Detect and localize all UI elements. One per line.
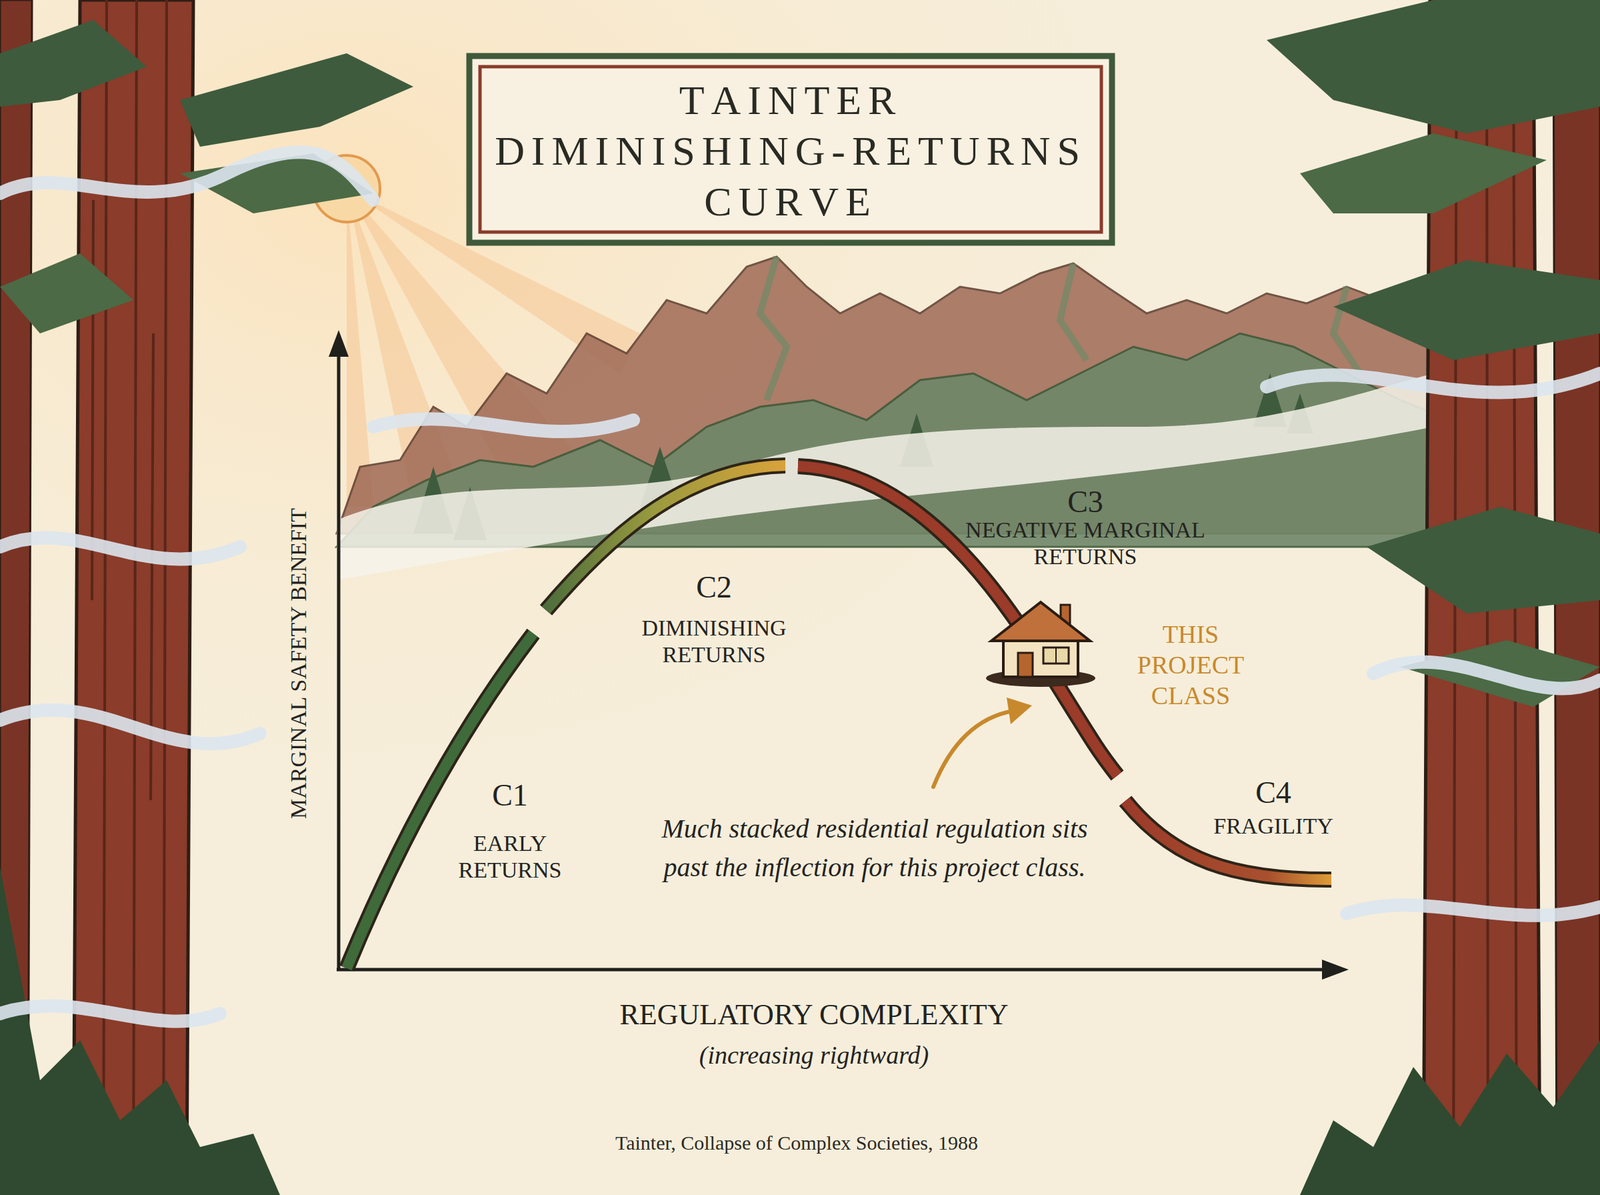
mist-swirls (0, 710, 260, 744)
mist-swirls (1266, 373, 1600, 393)
pointer-arrow (1006, 697, 1032, 724)
mist-swirls (0, 152, 1600, 1021)
diagram-title: TAINTER DIMINISHING-RETURNS CURVE (493, 74, 1089, 227)
mist-band (336, 373, 1434, 580)
title-frame (469, 56, 1112, 243)
axes (336, 968, 1327, 972)
axes (328, 330, 349, 357)
sun-rays (346, 188, 374, 507)
mist-swirls (0, 538, 240, 560)
house-icon (1003, 636, 1078, 677)
mist-swirls (1346, 904, 1600, 916)
stage-number: C2 (696, 568, 732, 606)
left-trees (0, 866, 280, 1195)
mist-swirls (1373, 662, 1600, 689)
source-caption: Tainter, Collapse of Complex Societies, … (615, 1130, 978, 1155)
right-trees (1266, 0, 1600, 1195)
left-trees (0, 0, 414, 1195)
title-frame (469, 56, 1112, 243)
right-trees (1300, 133, 1547, 214)
mist-swirls (0, 1005, 220, 1021)
returns-curve (1125, 800, 1332, 880)
returns-curve (798, 466, 1118, 776)
mist-band (336, 373, 1434, 580)
returns-curve (346, 633, 534, 968)
right-trees (1366, 506, 1600, 614)
house-icon (986, 602, 1096, 687)
axes (337, 346, 341, 971)
returns-curve (798, 466, 1118, 776)
house-icon (1043, 647, 1069, 664)
stage-number: C1 (492, 776, 528, 814)
mist-swirls (373, 418, 634, 432)
axis-label: MARGINAL SAFETY BENEFIT (284, 508, 312, 819)
stage-number: C4 (1255, 774, 1292, 811)
stage-number: C3 (1067, 483, 1104, 520)
stage-label: EARLY RETURNS (436, 830, 584, 884)
right-trees (1266, 0, 1600, 134)
right-trees (1333, 260, 1600, 360)
left-trees (180, 53, 414, 147)
stage-label: FRAGILITY (1213, 812, 1333, 840)
right-trees (1300, 1040, 1600, 1195)
left-trees (0, 20, 147, 107)
stage-label: NEGATIVE MARGINAL RETURNS (942, 516, 1229, 570)
axis-note: (increasing rightward) (699, 1039, 929, 1070)
pointer-arrow (933, 697, 1032, 787)
returns-curve (546, 465, 786, 610)
returns-curve (546, 465, 786, 610)
house-icon (1055, 647, 1057, 664)
returns-curve (346, 465, 1332, 968)
axes (1322, 959, 1349, 980)
annotation-note: Much stacked residential regulation sits… (658, 809, 1092, 887)
returns-curve (346, 633, 534, 968)
house-icon (1018, 652, 1033, 677)
highlight-label: THIS PROJECT CLASS (1120, 618, 1261, 711)
returns-curve (1125, 800, 1332, 880)
axis-label: REGULATORY COMPLEXITY (619, 996, 1008, 1032)
mist-swirls (0, 152, 374, 200)
house-icon (991, 602, 1090, 641)
axes (328, 330, 1349, 980)
stage-label: DIMINISHING RETURNS (614, 614, 814, 668)
title-frame (480, 66, 1102, 232)
left-trees (0, 253, 134, 334)
pointer-arrow (933, 710, 1014, 787)
